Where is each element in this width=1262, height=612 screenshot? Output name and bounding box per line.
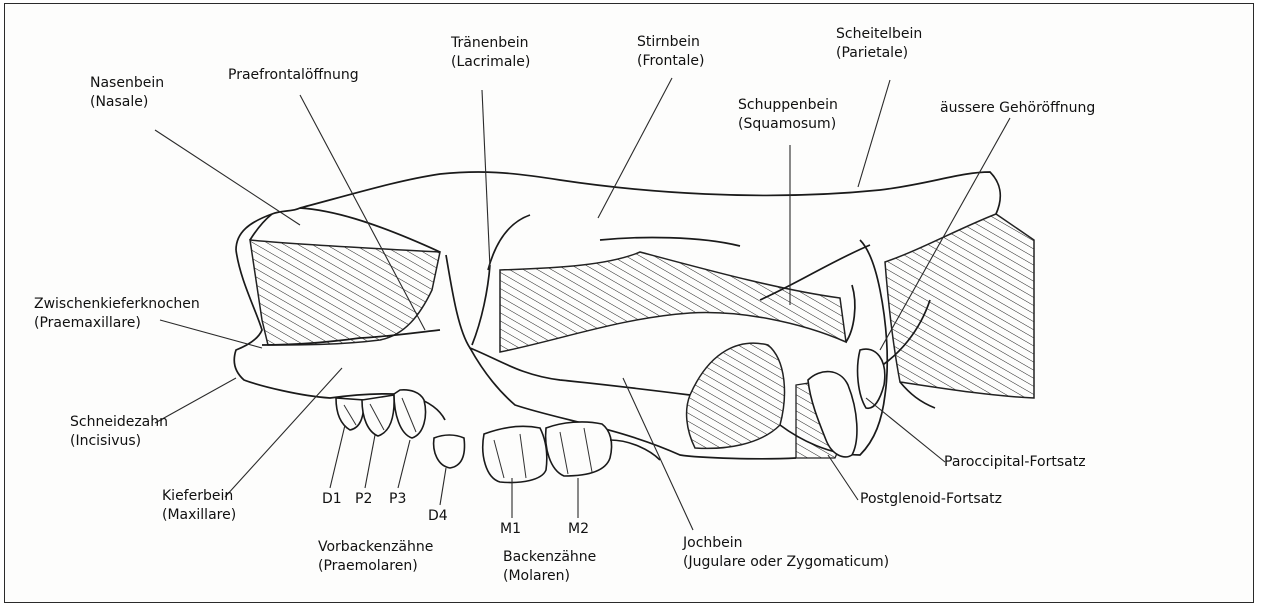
label-aeussere-gehoeroeffnung: äussere Gehöröffnung: [940, 99, 1095, 118]
label-d1: D1: [322, 490, 342, 509]
label-p2: P2: [355, 490, 372, 509]
label-vorbackenzaehne: Vorbackenzähne(Praemolaren): [318, 538, 433, 576]
label-stirnbein: Stirnbein(Frontale): [637, 33, 704, 71]
jugal-opening: [687, 343, 785, 448]
label-d4: D4: [428, 507, 448, 526]
teeth: [336, 390, 660, 483]
tooth-p3: [394, 390, 426, 438]
nasal-opening: [250, 240, 440, 345]
orbit-temporal-opening: [500, 252, 846, 352]
label-m2: M2: [568, 520, 589, 539]
label-praefrontaloeffnung: Praefrontalöffnung: [228, 66, 359, 85]
tooth-p2: [362, 395, 394, 436]
tooth-d1: [336, 398, 364, 430]
label-schuppenbein: Schuppenbein(Squamosum): [738, 96, 838, 134]
label-kieferbein: Kieferbein(Maxillare): [162, 487, 236, 525]
label-postglenoid-fortsatz: Postglenoid-Fortsatz: [860, 490, 1002, 509]
label-zwischenkieferknochen: Zwischenkieferknochen(Praemaxillare): [34, 295, 200, 333]
label-p3: P3: [389, 490, 406, 509]
label-backenzaehne: Backenzähne(Molaren): [503, 548, 596, 586]
occipital-region: [885, 214, 1034, 398]
paroccipital-process: [858, 349, 885, 408]
tooth-m1: [483, 426, 547, 482]
label-jochbein: Jochbein(Jugulare oder Zygomaticum): [683, 534, 889, 572]
tooth-d4: [434, 435, 465, 468]
label-m1: M1: [500, 520, 521, 539]
label-paroccipital-fortsatz: Paroccipital-Fortsatz: [944, 453, 1086, 472]
label-traenenbein: Tränenbein(Lacrimale): [451, 34, 530, 72]
tooth-m2: [546, 422, 612, 476]
label-scheitelbein: Scheitelbein(Parietale): [836, 25, 922, 63]
label-schneidezahn: Schneidezahn(Incisivus): [70, 413, 168, 451]
label-nasenbein: Nasenbein(Nasale): [90, 74, 164, 112]
